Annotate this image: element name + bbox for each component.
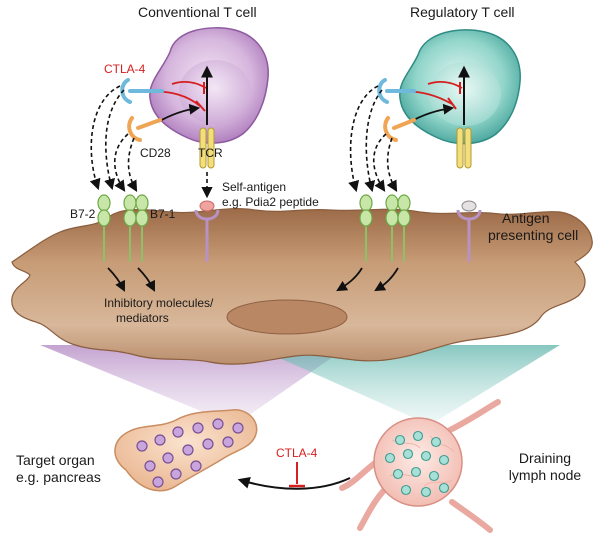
lymph-to-organ-arrow [237, 477, 351, 490]
b7-molecule-right-double [385, 194, 411, 262]
pancreas-islets [136, 418, 244, 488]
mhc-right [456, 200, 482, 262]
regulatory-ctla4-inhibition-bar [447, 97, 457, 110]
regulatory-cd28-stalk [392, 118, 416, 130]
conventional-cd28-stalk [136, 118, 162, 130]
b7-2-label: B7-2 [70, 207, 96, 221]
apc-label-line1: Antigen [502, 210, 550, 226]
self-antigen-label-line2: e.g. Pdia2 peptide [222, 195, 319, 209]
antigen-presenting-cell [11, 207, 593, 365]
regulatory-ctla4-receptor [377, 78, 389, 104]
regulatory-projection-beam [250, 345, 560, 425]
apc-nucleus [226, 299, 348, 335]
conventional-tcr [199, 127, 215, 169]
b7-molecule-right-single [359, 194, 373, 262]
conventional-projection-beam [40, 345, 350, 425]
regulatory-cd28-receptor [383, 116, 398, 142]
target-organ-label-line2: e.g. pancreas [16, 469, 101, 485]
b7-2-molecule-left [97, 194, 111, 262]
cd28-label: CD28 [140, 146, 171, 160]
inhibitory-label-line2: mediators [116, 311, 169, 325]
lymph-node-cells [384, 430, 450, 498]
b7-1-molecule-left [123, 194, 149, 262]
self-antigen-label-line1: Self-antigen [222, 180, 287, 194]
b7-1-label: B7-1 [150, 207, 176, 221]
ctla4-label-top: CTLA-4 [104, 62, 146, 76]
regulatory-t-cell-title: Regulatory T cell [410, 4, 515, 20]
inhibitory-mediator-arrows [107, 267, 399, 292]
apc-label-line2: presenting cell [488, 227, 579, 243]
conventional-cd28-receptor [127, 116, 142, 142]
conventional-t-cell-nucleus [179, 60, 251, 124]
draining-lymph-node-label-line2: lymph node [508, 467, 582, 483]
ctla4-label-bottom: CTLA-4 [276, 446, 318, 460]
regulatory-dashed-arrows [348, 85, 398, 193]
conventional-dashed-arrows [89, 85, 213, 199]
regulatory-tcr [456, 127, 472, 169]
lymph-node-lobules [389, 435, 455, 487]
target-organ-label-line1: Target organ [16, 452, 95, 468]
inhibitory-label-line1: Inhibitory molecules/ [104, 296, 214, 310]
conventional-ctla4-inhibition-bar [195, 100, 206, 112]
conventional-t-cell-title: Conventional T cell [138, 4, 257, 20]
mhc-self-antigen-left [194, 200, 220, 262]
draining-lymph-node-label-line1: Draining [518, 450, 572, 466]
tcr-label: TCR [198, 146, 223, 160]
